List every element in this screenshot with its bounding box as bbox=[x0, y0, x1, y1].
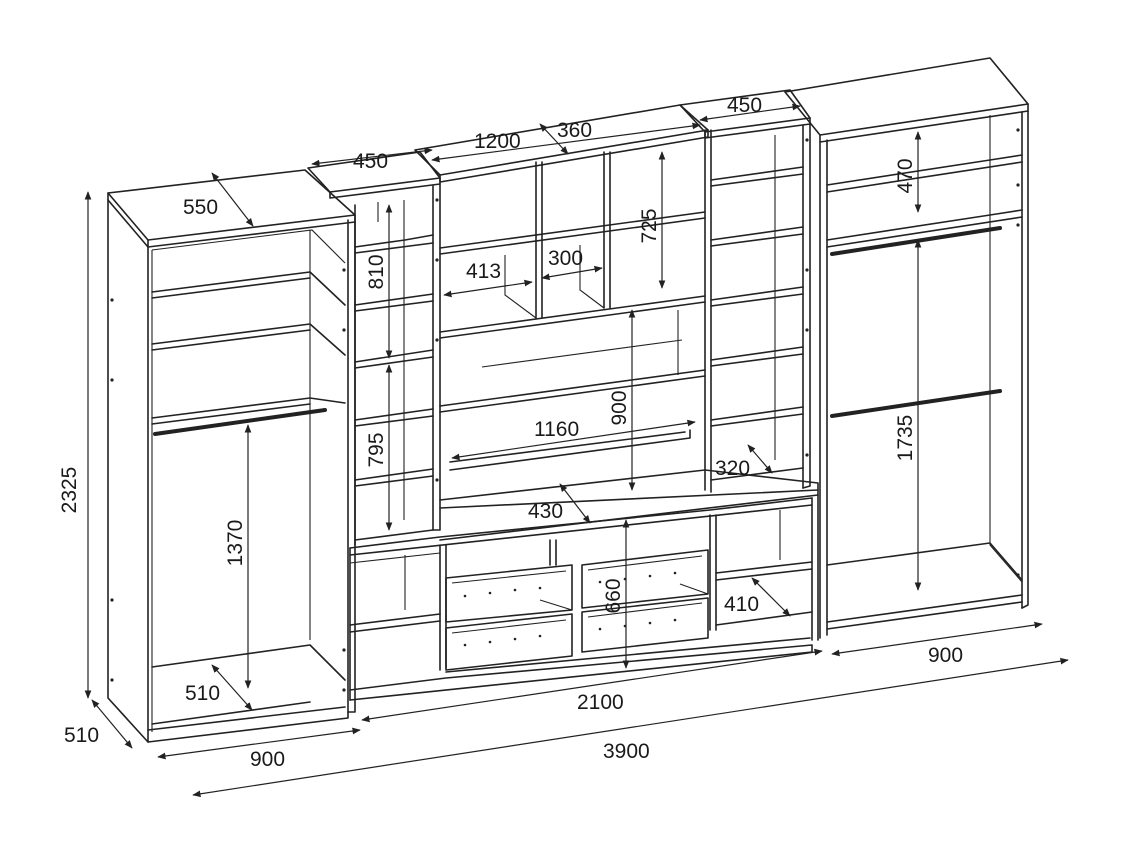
center-unit bbox=[414, 104, 819, 541]
label-depth-base: 430 bbox=[528, 500, 563, 523]
label-depth-wardrobe-left: 510 bbox=[185, 682, 220, 705]
dimension-labels: 2325 510 900 2100 3900 900 550 450 1200 … bbox=[58, 94, 963, 771]
label-width-middle: 2100 bbox=[577, 691, 624, 714]
label-depth-left-top: 550 bbox=[183, 196, 218, 219]
label-depth-right-narrow-shelf: 320 bbox=[715, 457, 750, 480]
label-height-tv-niche: 900 bbox=[608, 390, 631, 425]
label-width-right: 900 bbox=[928, 644, 963, 667]
left-narrow-shelf-unit bbox=[307, 151, 441, 546]
label-depth-narrow-right: 450 bbox=[727, 94, 762, 117]
label-niche-300: 300 bbox=[548, 247, 583, 270]
right-wardrobe bbox=[784, 57, 1029, 639]
label-height-wardrobe-left: 1370 bbox=[224, 520, 247, 567]
label-depth-narrow-left: 450 bbox=[353, 150, 388, 173]
label-height-wardrobe-right: 1735 bbox=[894, 415, 917, 462]
label-height-right-top: 470 bbox=[894, 158, 917, 193]
label-depth-base-right: 410 bbox=[724, 593, 759, 616]
label-depth-side: 510 bbox=[64, 724, 99, 747]
label-height-drawers: 660 bbox=[602, 578, 625, 613]
label-height-total: 2325 bbox=[58, 467, 81, 514]
dimension-lines bbox=[84, 103, 1069, 798]
label-width-center: 1200 bbox=[474, 130, 521, 153]
right-narrow-shelf-unit bbox=[679, 89, 811, 489]
label-width-tv-niche: 1160 bbox=[534, 418, 579, 441]
label-height-narrow-lower: 795 bbox=[365, 432, 388, 467]
label-width-center-section: 360 bbox=[557, 119, 592, 142]
label-width-left: 900 bbox=[250, 748, 285, 771]
label-niche-413: 413 bbox=[466, 260, 501, 283]
label-height-narrow-upper: 810 bbox=[365, 254, 388, 289]
left-wardrobe bbox=[107, 169, 356, 743]
label-width-total: 3900 bbox=[603, 740, 650, 763]
label-height-top-niche: 725 bbox=[638, 208, 661, 243]
